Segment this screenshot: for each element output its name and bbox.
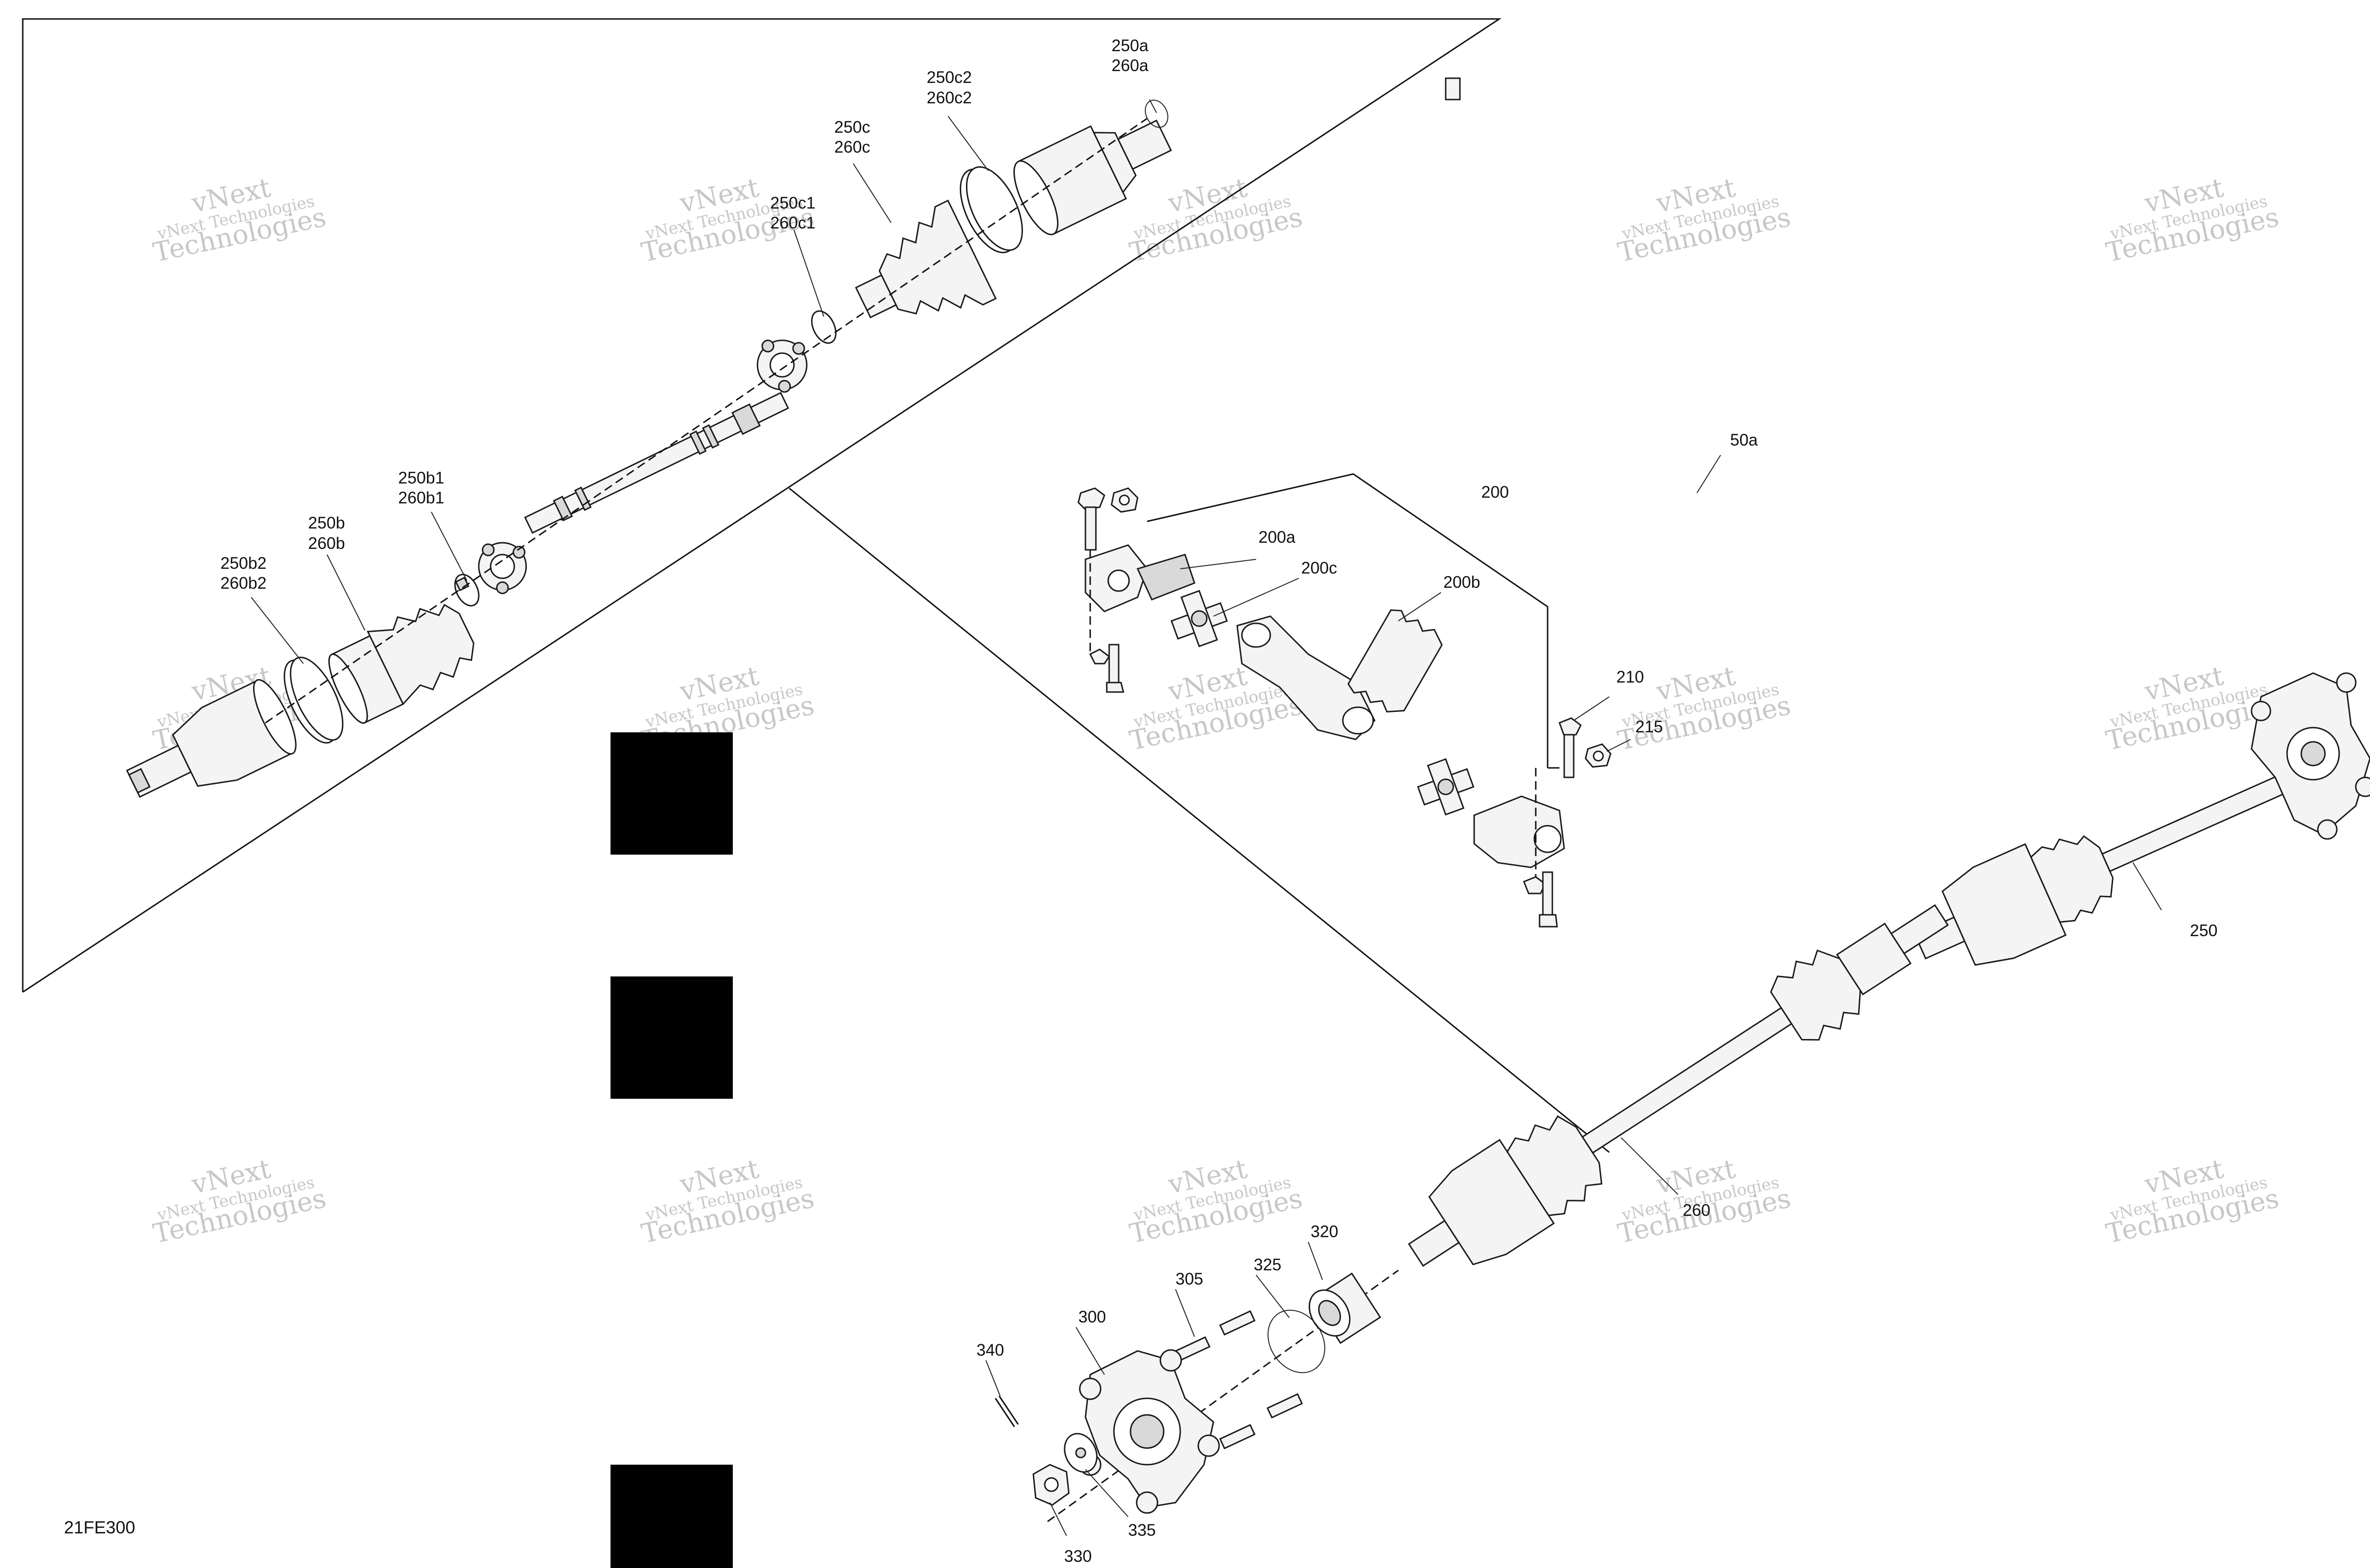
exploded-drive-shaft [126, 100, 1172, 798]
callout-200b: 200b [1443, 573, 1480, 592]
reference-code: 21FE300 [64, 1518, 135, 1537]
callout-300: 300 [1078, 1308, 1106, 1326]
bolt-output-bottom [1523, 871, 1558, 928]
bolt-200a-top [1077, 487, 1105, 551]
callout-325: 325 [1254, 1256, 1281, 1274]
assembled-drive-shaft-250 [1914, 672, 2370, 966]
brake-line-50a [1445, 77, 2000, 835]
u-joint-cross-200c-left [1170, 590, 1228, 647]
callout-215: 215 [1635, 718, 1663, 736]
wheel-stud-305 [1174, 1310, 1303, 1449]
detail-frame [22, 18, 1610, 1153]
callout-260a: 260a [1112, 56, 1149, 75]
callout-335: 335 [1128, 1521, 1156, 1540]
callout-305: 305 [1176, 1270, 1203, 1288]
callout-250b1: 250b1 [398, 469, 444, 487]
drive-yoke-tube [1236, 615, 1376, 740]
callout-200: 200 [1481, 483, 1509, 501]
outer-cv-joint-250b [126, 679, 297, 798]
callout-250c1: 250c1 [770, 194, 815, 212]
cv-boot-250c [855, 200, 997, 319]
callout-200a: 200a [1258, 528, 1295, 547]
small-clamp-250b1 [454, 574, 480, 607]
castle-nut-330 [1032, 1464, 1070, 1506]
washer-335 [1064, 1433, 1098, 1473]
yoke-200a [1085, 544, 1195, 612]
small-clamp-250c1 [811, 310, 837, 344]
callout-340: 340 [976, 1341, 1004, 1359]
callout-labels: 250a 260a 250c2 260c2 250c 260c 250c1 26… [64, 36, 2217, 1566]
callout-260b: 260b [308, 534, 345, 553]
hub-exploded [994, 1269, 1399, 1522]
bolt-210 [1559, 717, 1582, 778]
callout-50a: 50a [1730, 431, 1758, 449]
inner-cv-housing [1013, 119, 1172, 236]
callout-260c2: 260c2 [927, 89, 972, 107]
callout-250b2: 250b2 [220, 554, 266, 573]
cv-boot-250b [328, 603, 474, 724]
prop-shaft-assembly [1077, 473, 1612, 928]
callout-250b: 250b [308, 514, 345, 532]
joint-spider-left [478, 542, 527, 594]
redaction-blocks [611, 732, 733, 1568]
callout-320: 320 [1311, 1222, 1338, 1241]
cotter-pin-340 [994, 1395, 1019, 1427]
cv-boot-200b [1347, 609, 1443, 713]
callout-250c: 250c [834, 118, 870, 137]
band-clamp-250c2 [959, 166, 1023, 254]
axle-shaft [524, 392, 789, 534]
callout-260c1: 260c1 [770, 214, 815, 232]
callout-260b1: 260b1 [398, 489, 444, 507]
bearing-320 [1308, 1272, 1381, 1344]
yoke-output [1473, 795, 1565, 868]
callout-260c: 260c [834, 138, 870, 156]
callout-250: 250 [2190, 921, 2217, 940]
leader-lines [251, 99, 2162, 1536]
callout-200c: 200c [1301, 559, 1337, 577]
callout-210: 210 [1616, 668, 1644, 686]
callout-250c2: 250c2 [927, 68, 972, 87]
callout-250a: 250a [1112, 36, 1149, 55]
callout-260: 260 [1683, 1201, 1710, 1220]
callout-260b2: 260b2 [220, 574, 266, 593]
wheel-hub-assembled [2251, 672, 2370, 840]
nut-215 [1585, 743, 1612, 768]
band-clamp-250b2 [283, 656, 344, 744]
wheel-hub-300 [1079, 1349, 1220, 1514]
u-joint-cross-right [1417, 758, 1475, 816]
drive-shaft-260 [1408, 904, 1949, 1267]
nut-200a-top [1111, 487, 1139, 513]
circlip-325 [1267, 1310, 1325, 1373]
bolt-200a-bottom [1089, 644, 1124, 693]
callout-330: 330 [1064, 1547, 1092, 1566]
joint-spider-right [757, 339, 808, 393]
